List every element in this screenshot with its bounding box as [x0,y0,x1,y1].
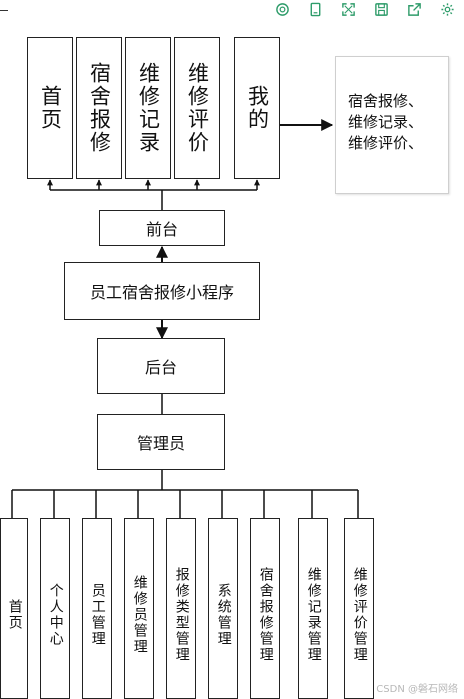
module-dorm-repair-label: 宿舍报修 [87,62,112,154]
app-label: 员工宿舍报修小程序 [89,283,234,302]
admin-module-repairers[interactable]: 维修员管理 [124,518,154,699]
admin-module-repair-records[interactable]: 维修记录管理 [298,518,328,699]
admin-bracket [11,469,359,518]
save-icon[interactable] [373,0,391,18]
module-home[interactable]: 首页 [27,37,73,179]
fullscreen-icon[interactable] [340,0,358,18]
admin-box[interactable]: 管理员 [97,414,225,470]
module-repair-reviews[interactable]: 维修评价 [174,37,220,179]
page-icon[interactable] [307,0,325,18]
frontend-box[interactable]: 前台 [99,210,225,246]
module-repair-reviews-label: 维修评价 [185,62,210,154]
app-box[interactable]: 员工宿舍报修小程序 [64,262,260,320]
note-line: 维修记录、 [348,113,424,131]
module-repair-records-label: 维修记录 [136,62,161,154]
frontend-label: 前台 [145,220,178,239]
note-line: 宿舍报修、 [348,92,424,110]
admin-module-label: 员工管理 [89,582,106,647]
backend-label: 后台 [144,358,177,377]
admin-module-label: 维修记录管理 [305,566,322,663]
admin-label: 管理员 [136,434,185,453]
admin-module-label: 报修类型管理 [173,566,190,663]
admin-module-staff[interactable]: 员工管理 [82,518,112,699]
admin-module-repair-reviews[interactable]: 维修评价管理 [344,518,374,699]
share-icon[interactable] [406,0,424,18]
zoom-reset-icon[interactable] [274,0,292,18]
admin-module-dorm-repair[interactable]: 宿舍报修管理 [250,518,280,699]
admin-module-label: 维修员管理 [131,574,148,655]
admin-module-label: 首页 [6,598,23,631]
admin-module-home[interactable]: 首页 [0,518,28,699]
diagram-toolbar [266,0,464,18]
module-mine[interactable]: 我的 [234,37,280,179]
settings-icon[interactable] [439,0,457,18]
note-box: 宿舍报修、 维修记录、 维修评价、 [335,56,449,194]
backend-box[interactable]: 后台 [97,338,225,394]
note-line: 维修评价、 [348,134,424,152]
admin-module-label: 系统管理 [215,582,232,647]
admin-module-repair-types[interactable]: 报修类型管理 [166,518,196,699]
module-dorm-repair[interactable]: 宿舍报修 [76,37,122,179]
watermark: CSDN @磐石网络 [376,684,458,695]
module-home-label: 首页 [38,85,63,131]
admin-module-profile[interactable]: 个人中心 [40,518,70,699]
corner-mark [0,10,8,17]
module-mine-label: 我的 [245,85,270,131]
admin-module-label: 维修评价管理 [351,566,368,663]
admin-module-system[interactable]: 系统管理 [208,518,238,699]
module-repair-records[interactable]: 维修记录 [125,37,171,179]
top-bracket [47,179,260,210]
admin-module-label: 宿舍报修管理 [257,566,274,663]
admin-module-label: 个人中心 [47,582,64,647]
